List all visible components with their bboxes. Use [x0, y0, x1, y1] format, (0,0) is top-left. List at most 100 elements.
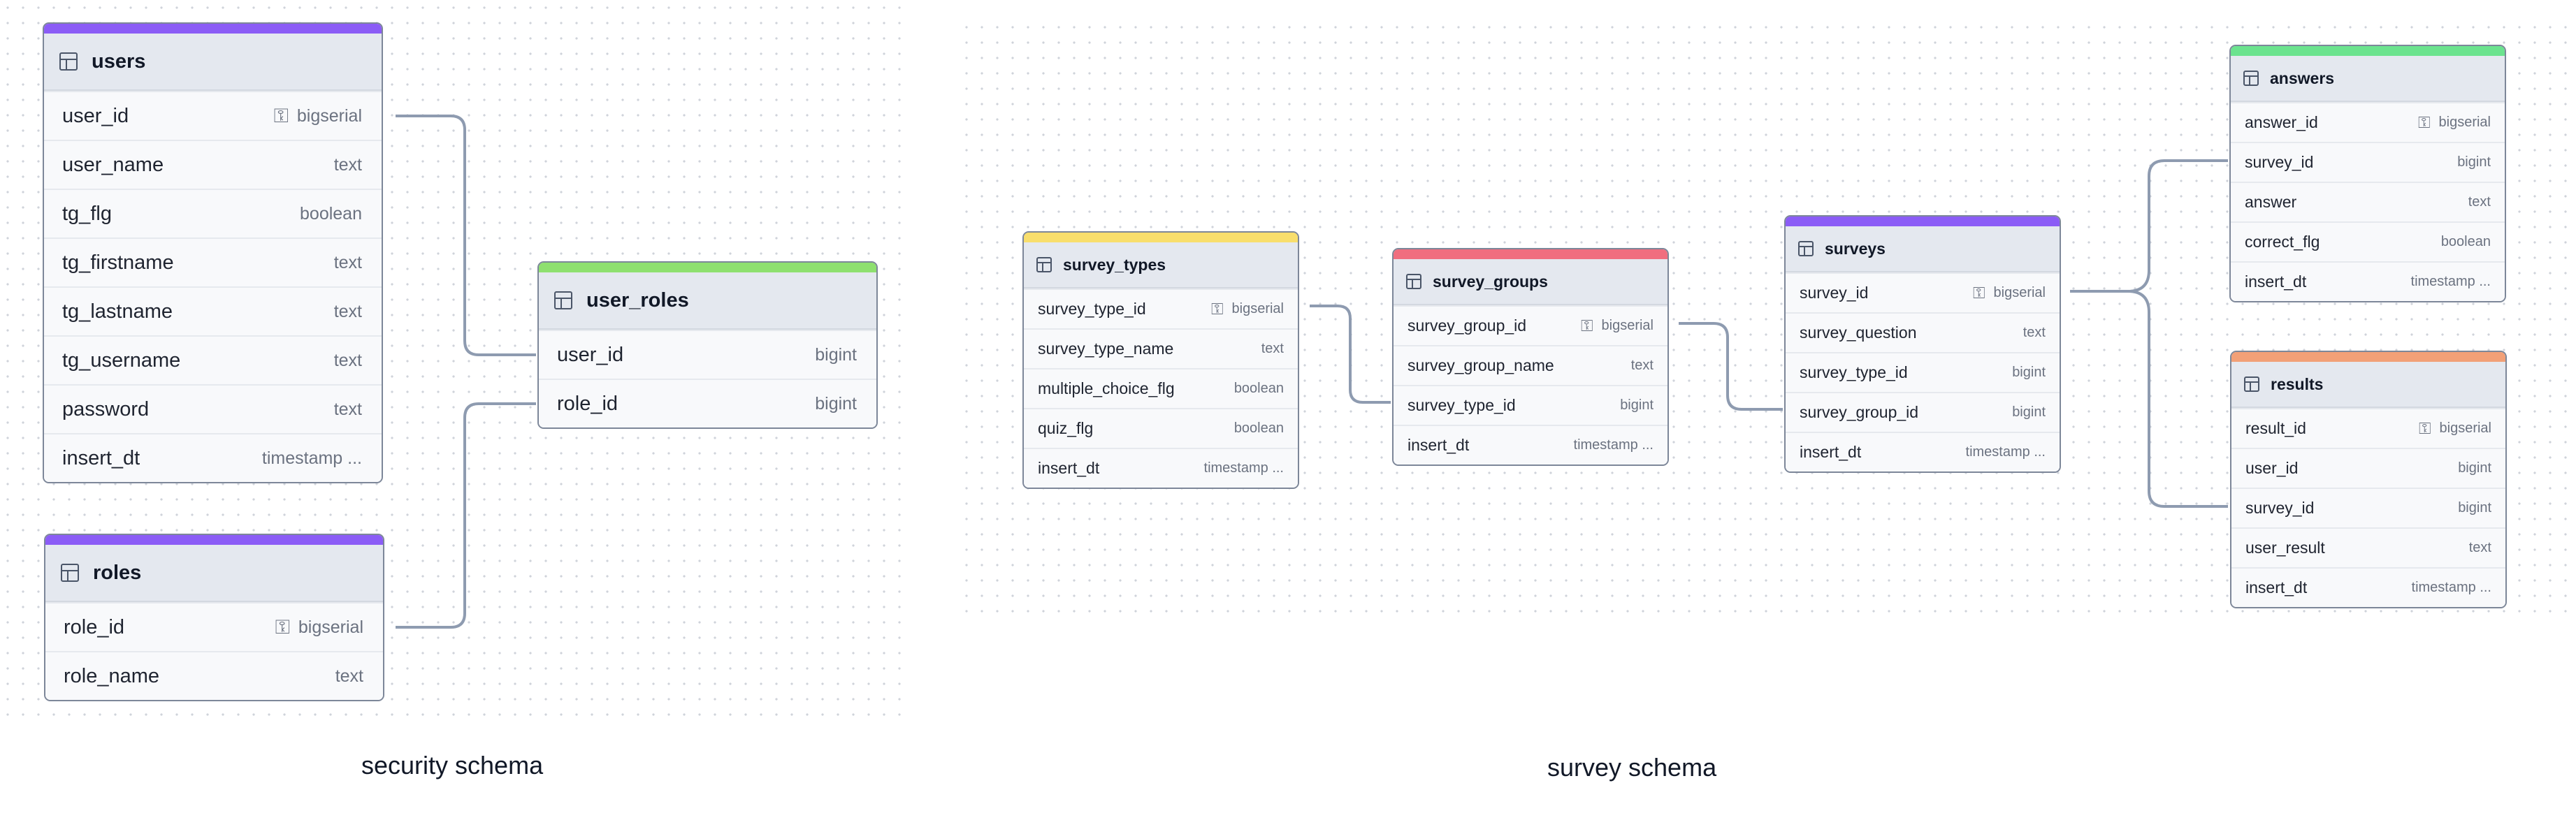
column-name: insert_dt: [1038, 459, 1100, 477]
table-header[interactable]: users: [44, 34, 382, 91]
column-name: insert_dt: [1800, 443, 1862, 461]
table-header[interactable]: roles: [45, 545, 383, 602]
column-name: insert_dt: [62, 446, 140, 469]
table-header[interactable]: surveys: [1786, 226, 2060, 272]
table-color-strip: [2231, 46, 2505, 56]
table-icon: [61, 564, 79, 582]
column-name: tg_firstname: [62, 251, 174, 274]
column-row[interactable]: role_id⚿bigserial: [45, 602, 383, 651]
table-header[interactable]: results: [2231, 362, 2505, 408]
column-row[interactable]: user_id bigint: [2231, 448, 2505, 488]
table-header[interactable]: survey_types: [1024, 242, 1298, 288]
table-color-strip: [539, 263, 876, 272]
column-name: user_id: [2245, 459, 2299, 477]
column-name: multiple_choice_flg: [1038, 379, 1175, 397]
column-name: user_name: [62, 153, 164, 176]
table-header[interactable]: user_roles: [539, 272, 876, 330]
column-name: survey_type_id: [1038, 300, 1146, 318]
column-type: text: [2468, 194, 2491, 210]
column-row[interactable]: user_id⚿bigserial: [44, 91, 382, 140]
column-name: insert_dt: [2245, 578, 2308, 597]
column-row[interactable]: insert_dt timestamp ...: [1786, 432, 2060, 471]
column-type: text: [335, 666, 363, 686]
column-name: survey_group_name: [1408, 356, 1554, 374]
column-type: timestamp ...: [2410, 274, 2491, 289]
column-name: result_id: [2245, 419, 2306, 437]
column-type: bigint: [2457, 154, 2491, 170]
column-type: bigserial: [298, 617, 363, 637]
column-row[interactable]: result_id⚿bigserial: [2231, 408, 2505, 448]
column-row[interactable]: survey_type_id⚿bigserial: [1024, 288, 1298, 328]
column-name: tg_username: [62, 349, 181, 372]
column-type: bigint: [1620, 397, 1654, 413]
column-name: correct_flg: [2245, 233, 2320, 251]
column-row[interactable]: answer_id⚿bigserial: [2231, 102, 2505, 142]
column-name: user_id: [62, 104, 129, 127]
column-name: survey_id: [1800, 284, 1869, 302]
column-name: survey_type_id: [1408, 396, 1516, 414]
table-name: survey_types: [1063, 255, 1166, 274]
column-row[interactable]: role_name text: [45, 651, 383, 700]
table-color-strip: [1394, 249, 1667, 259]
column-name: survey_id: [2245, 499, 2315, 517]
column-row[interactable]: survey_id⚿bigserial: [1786, 272, 2060, 312]
column-type: text: [2023, 325, 2046, 340]
column-type: text: [2468, 540, 2491, 555]
column-type: bigint: [2012, 404, 2046, 420]
column-row[interactable]: tg_username text: [44, 335, 382, 384]
table-icon: [554, 291, 572, 309]
column-name: role_id: [557, 392, 618, 415]
column-row[interactable]: user_name text: [44, 140, 382, 189]
column-type: timestamp ...: [1965, 444, 2046, 460]
column-type: text: [333, 350, 362, 370]
table-header[interactable]: answers: [2231, 56, 2505, 102]
column-row[interactable]: survey_type_id bigint: [1394, 385, 1667, 425]
column-row[interactable]: survey_group_id⚿bigserial: [1394, 305, 1667, 345]
column-name: role_name: [64, 664, 160, 687]
table-color-strip: [44, 24, 382, 34]
table-header[interactable]: survey_groups: [1394, 259, 1667, 305]
table-icon: [2243, 71, 2259, 86]
column-name: role_id: [64, 615, 125, 638]
table-name: surveys: [1825, 239, 1886, 258]
column-type: bigserial: [1601, 318, 1654, 333]
table-icon: [1798, 241, 1814, 256]
column-type: bigint: [2458, 460, 2491, 476]
column-type: text: [333, 154, 362, 175]
table-icon: [2244, 376, 2259, 392]
column-type: boolean: [300, 203, 362, 224]
column-name: survey_type_id: [1800, 363, 1908, 381]
column-type: bigserial: [1231, 301, 1284, 316]
